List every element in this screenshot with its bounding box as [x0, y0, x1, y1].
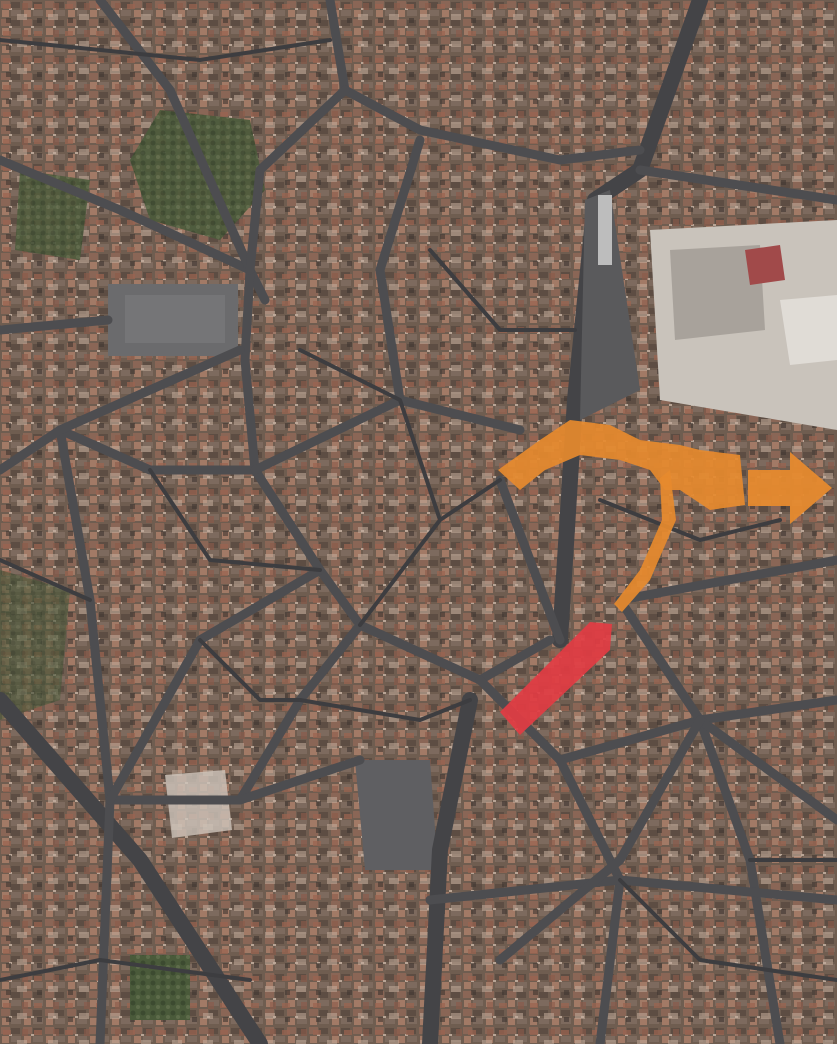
- road-n-3: [245, 85, 350, 275]
- street-3: [298, 698, 472, 722]
- street-1: [0, 38, 332, 62]
- plaza-west-inner: [125, 295, 225, 343]
- street-11: [358, 518, 442, 627]
- highlighted-route[interactable]: [498, 420, 745, 612]
- road-se-4: [495, 715, 705, 965]
- station-building[interactable]: [500, 622, 612, 735]
- road-n-1: [95, 0, 255, 275]
- road-s-3: [105, 755, 365, 805]
- route-branch-south[interactable]: [614, 470, 676, 612]
- road-e-1: [495, 475, 565, 645]
- street-7: [598, 498, 782, 542]
- street-9: [618, 878, 837, 982]
- road-ne-1: [635, 165, 837, 205]
- road-se-2: [615, 595, 785, 1044]
- complex-east-roof: [745, 245, 785, 285]
- road-railway-south: [422, 692, 478, 1044]
- street-2: [148, 468, 322, 572]
- road-c-2: [375, 135, 425, 405]
- plaza-south: [355, 760, 438, 870]
- highlighted-building[interactable]: [500, 622, 612, 735]
- street-12: [198, 638, 302, 702]
- street-5: [428, 248, 577, 332]
- park-north: [130, 110, 265, 240]
- road-w-4: [0, 345, 245, 475]
- road-nw-1: [0, 155, 270, 305]
- road-se-3: [695, 715, 837, 825]
- street-6: [298, 348, 502, 522]
- road-boulevard-southwest: [0, 692, 268, 1044]
- road-n-2: [325, 0, 645, 165]
- complex-east-block-a: [670, 245, 765, 340]
- station-plaza: [580, 190, 640, 420]
- road-w-3: [55, 425, 115, 1044]
- road-e-2: [615, 555, 837, 605]
- street-8: [0, 958, 252, 982]
- arrow-right-icon: [748, 452, 832, 524]
- complex-east-block-b: [780, 295, 837, 365]
- route-area-main[interactable]: [498, 420, 745, 510]
- road-w-1: [0, 315, 113, 335]
- street-4: [0, 558, 92, 602]
- park-southwest: [0, 570, 70, 720]
- station-canopy: [598, 195, 612, 265]
